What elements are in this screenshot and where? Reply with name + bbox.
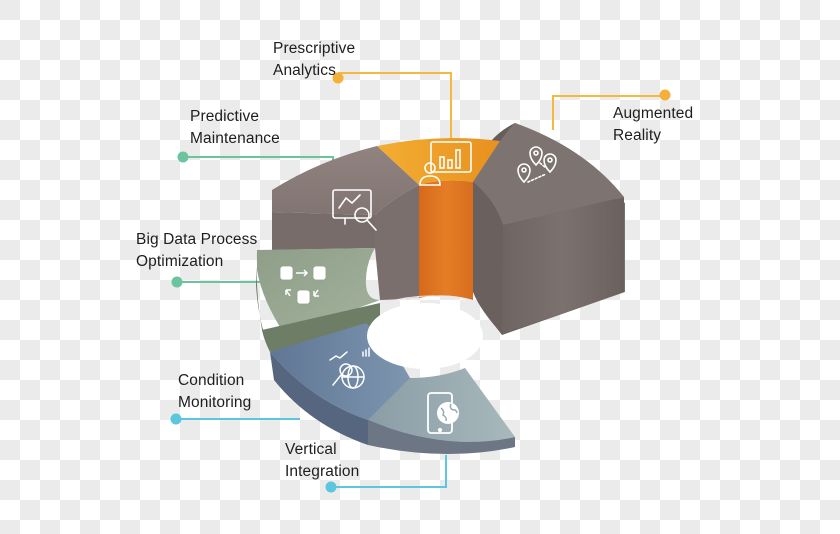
label-augmented-reality: Augmented Reality xyxy=(613,105,694,144)
connector-dot-condition-monitoring xyxy=(170,413,182,425)
globe-search-icon xyxy=(329,347,370,389)
segment-predictive-maintenance xyxy=(272,146,419,300)
segment-prescriptive-analytics xyxy=(377,137,500,300)
label-prescriptive-analytics: Prescriptive Analytics xyxy=(273,40,356,79)
segment-augmented-reality xyxy=(473,123,625,335)
connector-dot-big-data xyxy=(171,276,183,288)
label-condition-monitoring: Condition Monitoring xyxy=(178,372,252,411)
connector-prescriptive-analytics xyxy=(338,72,452,140)
connector-augmented-reality xyxy=(552,95,665,130)
donut-hole xyxy=(367,303,483,369)
mobile-globe-icon xyxy=(427,392,459,434)
label-predictive-maintenance: Predictive Maintenance xyxy=(190,108,280,147)
connector-dot-vertical-integration xyxy=(325,481,337,493)
connector-vertical-integration xyxy=(331,455,447,488)
label-big-data-process-optimization: Big Data Process Optimization xyxy=(136,231,258,270)
analyst-dashboard-icon xyxy=(419,141,472,186)
label-vertical-integration: Vertical Integration xyxy=(285,441,360,480)
connector-dot-prescriptive-analytics xyxy=(332,72,344,84)
location-pins-route-icon xyxy=(517,146,557,184)
database-cycle-icon xyxy=(279,265,327,305)
monitor-magnifier-icon xyxy=(332,189,377,231)
connector-dot-predictive-maintenance xyxy=(177,151,189,163)
connector-dot-augmented-reality xyxy=(659,89,671,101)
